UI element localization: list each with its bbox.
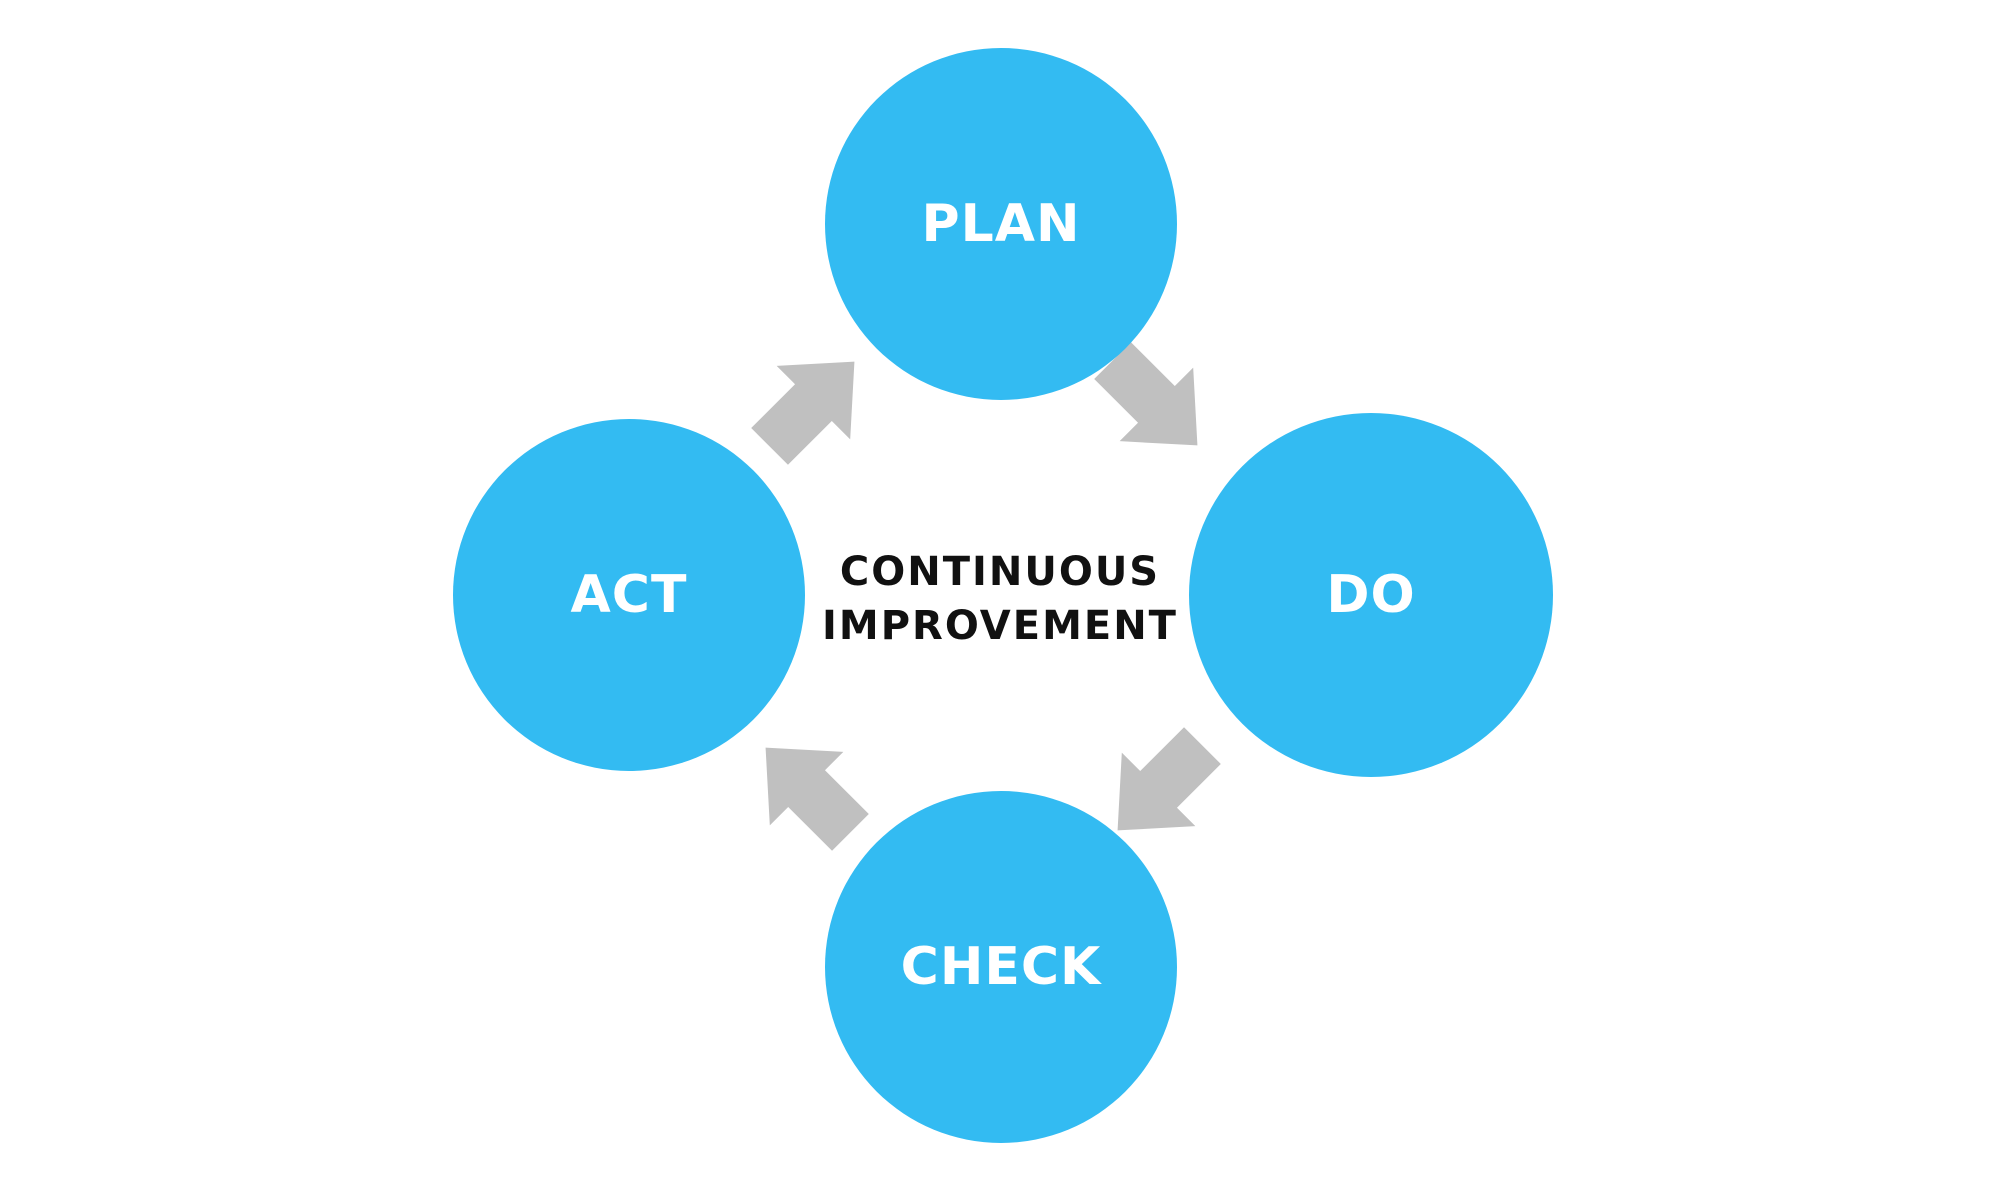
center-title: CONTINUOUS IMPROVEMENT	[800, 545, 1200, 653]
check-label: CHECK	[900, 937, 1102, 997]
do-label: DO	[1326, 565, 1416, 625]
do-node: DO	[1189, 413, 1553, 777]
arrow-plan-to-do	[1094, 342, 1198, 446]
arrow-act-to-plan	[751, 361, 855, 465]
act-node: ACT	[453, 419, 805, 771]
center-title-line-1: CONTINUOUS	[839, 549, 1161, 595]
plan-node: PLAN	[825, 48, 1177, 400]
arrow-check-to-act	[765, 747, 869, 851]
arrow-do-to-check	[1117, 727, 1221, 831]
act-label: ACT	[570, 565, 688, 625]
check-node: CHECK	[825, 791, 1177, 1143]
center-title-line-2: IMPROVEMENT	[822, 603, 1178, 649]
plan-label: PLAN	[921, 194, 1081, 254]
